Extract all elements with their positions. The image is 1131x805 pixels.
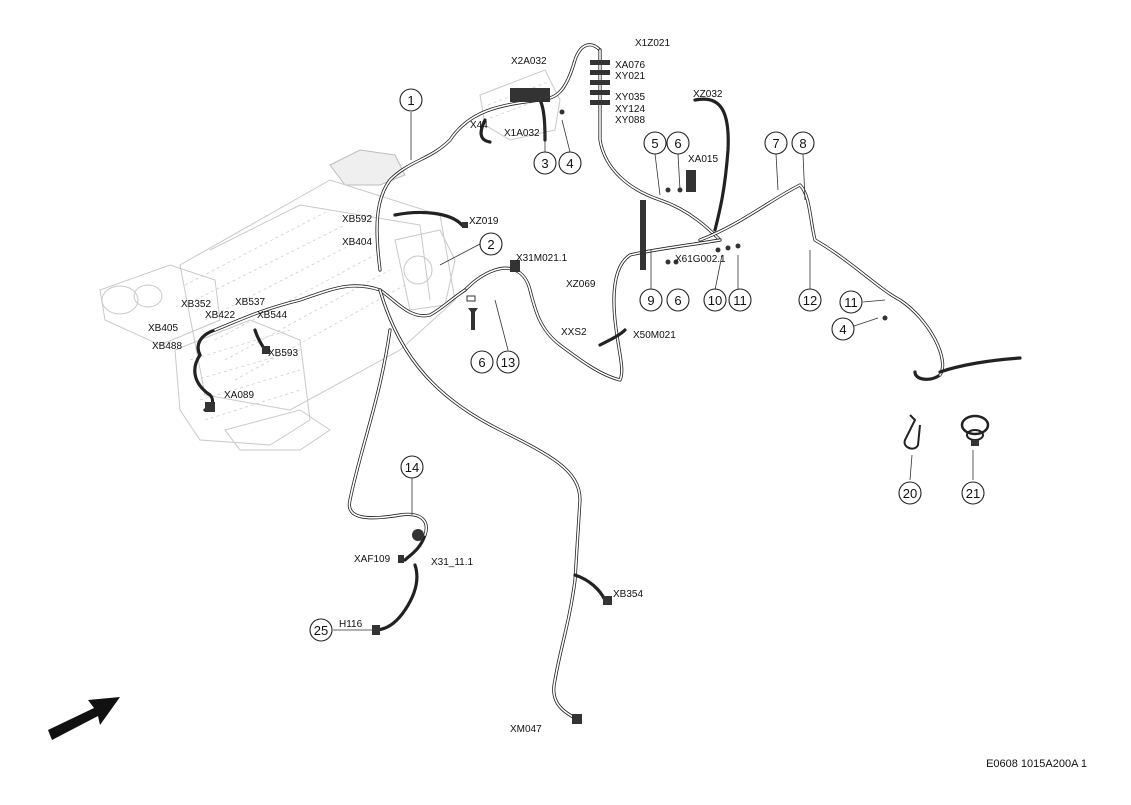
callout-20: 20 — [898, 481, 922, 505]
direction-arrow-icon — [48, 697, 120, 740]
cable-tie-icon — [903, 414, 921, 450]
svg-text:7: 7 — [772, 136, 779, 151]
svg-text:25: 25 — [314, 623, 328, 638]
label-X2A032: X2A032 — [511, 56, 547, 67]
label-XY021: XY021 — [615, 71, 645, 82]
svg-text:10: 10 — [708, 293, 722, 308]
callout-11: 11 — [839, 290, 863, 314]
label-XB488: XB488 — [152, 341, 182, 352]
label-XB593: XB593 — [268, 348, 298, 359]
drawing-code: E0608 1015A200A 1 — [986, 758, 1087, 770]
svg-text:12: 12 — [803, 293, 817, 308]
label-XY035: XY035 — [615, 92, 645, 103]
svg-text:21: 21 — [966, 486, 980, 501]
label-XB354: XB354 — [613, 589, 643, 600]
callout-5: 5 — [643, 131, 667, 155]
label-X31M021.1: X31M021.1 — [516, 253, 568, 264]
label-XB592: XB592 — [342, 214, 372, 225]
leader-lines — [333, 112, 974, 631]
label-XB537: XB537 — [235, 297, 265, 308]
callout-6: 6 — [666, 131, 690, 155]
callout-1: 1 — [399, 88, 423, 112]
label-XA089: XA089 — [224, 390, 254, 401]
label-XA076: XA076 — [615, 60, 645, 71]
label-X1Z021: X1Z021 — [635, 38, 670, 49]
svg-text:13: 13 — [501, 355, 515, 370]
svg-text:3: 3 — [541, 156, 548, 171]
svg-text:9: 9 — [647, 293, 654, 308]
callout-14: 14 — [400, 455, 424, 479]
svg-text:6: 6 — [674, 136, 681, 151]
hose-clamp-icon — [960, 414, 990, 446]
callout-4: 4 — [558, 151, 582, 175]
wiring-harness — [193, 43, 1022, 720]
callout-2: 2 — [479, 232, 503, 256]
svg-text:5: 5 — [651, 136, 658, 151]
label-XY088: XY088 — [615, 115, 645, 126]
engine-outline — [99, 69, 561, 451]
callout-3: 3 — [533, 151, 557, 175]
label-XM047: XM047 — [510, 724, 542, 735]
hardware-bolts — [466, 109, 888, 330]
connector-plugs — [205, 60, 696, 724]
svg-text:20: 20 — [903, 486, 917, 501]
label-XB422: XB422 — [205, 310, 235, 321]
svg-text:6: 6 — [478, 355, 485, 370]
label-X50M021: X50M021 — [633, 330, 676, 341]
label-XZ069: XZ069 — [566, 279, 596, 290]
callout-13: 13 — [496, 350, 520, 374]
label-XZ032: XZ032 — [693, 89, 723, 100]
svg-text:4: 4 — [566, 156, 573, 171]
label-X44: X44 — [470, 120, 488, 131]
label-XZ019: XZ019 — [469, 216, 499, 227]
callout-4: 4 — [831, 317, 855, 341]
label-XB352: XB352 — [181, 299, 211, 310]
svg-text:2: 2 — [487, 237, 494, 252]
label-X31_11.1: X31_11.1 — [431, 557, 474, 568]
callout-6: 6 — [470, 350, 494, 374]
svg-text:1: 1 — [407, 93, 414, 108]
svg-text:4: 4 — [839, 322, 846, 337]
callout-21: 21 — [961, 481, 985, 505]
label-XB544: XB544 — [257, 310, 287, 321]
svg-text:8: 8 — [799, 136, 806, 151]
callout-10: 10 — [703, 288, 727, 312]
callout-9: 9 — [639, 288, 663, 312]
callout-bubbles: 1 2 3 4 4 5 6 6 6 7 8 9 10 11 11 12 13 1… — [309, 88, 985, 642]
svg-text:11: 11 — [844, 295, 858, 310]
svg-text:11: 11 — [733, 293, 747, 308]
svg-text:6: 6 — [674, 293, 681, 308]
callout-8: 8 — [791, 131, 815, 155]
label-XA015: XA015 — [688, 154, 718, 165]
label-XY124: XY124 — [615, 104, 645, 115]
label-X61G002.1: X61G002.1 — [675, 254, 726, 265]
connector-labels: X1Z021 X2A032 XA076 XY021 XY035 XY124 XY… — [148, 38, 726, 735]
label-XAF109: XAF109 — [354, 554, 391, 565]
label-XB404: XB404 — [342, 237, 372, 248]
callout-12: 12 — [798, 288, 822, 312]
label-XXS2: XXS2 — [561, 327, 587, 338]
callout-25: 25 — [309, 618, 333, 642]
label-X1A032: X1A032 — [504, 128, 540, 139]
callout-11: 11 — [728, 288, 752, 312]
callout-6: 6 — [666, 288, 690, 312]
svg-text:14: 14 — [405, 460, 419, 475]
label-H116: H116 — [339, 619, 363, 630]
label-XB405: XB405 — [148, 323, 178, 334]
callout-7: 7 — [764, 131, 788, 155]
